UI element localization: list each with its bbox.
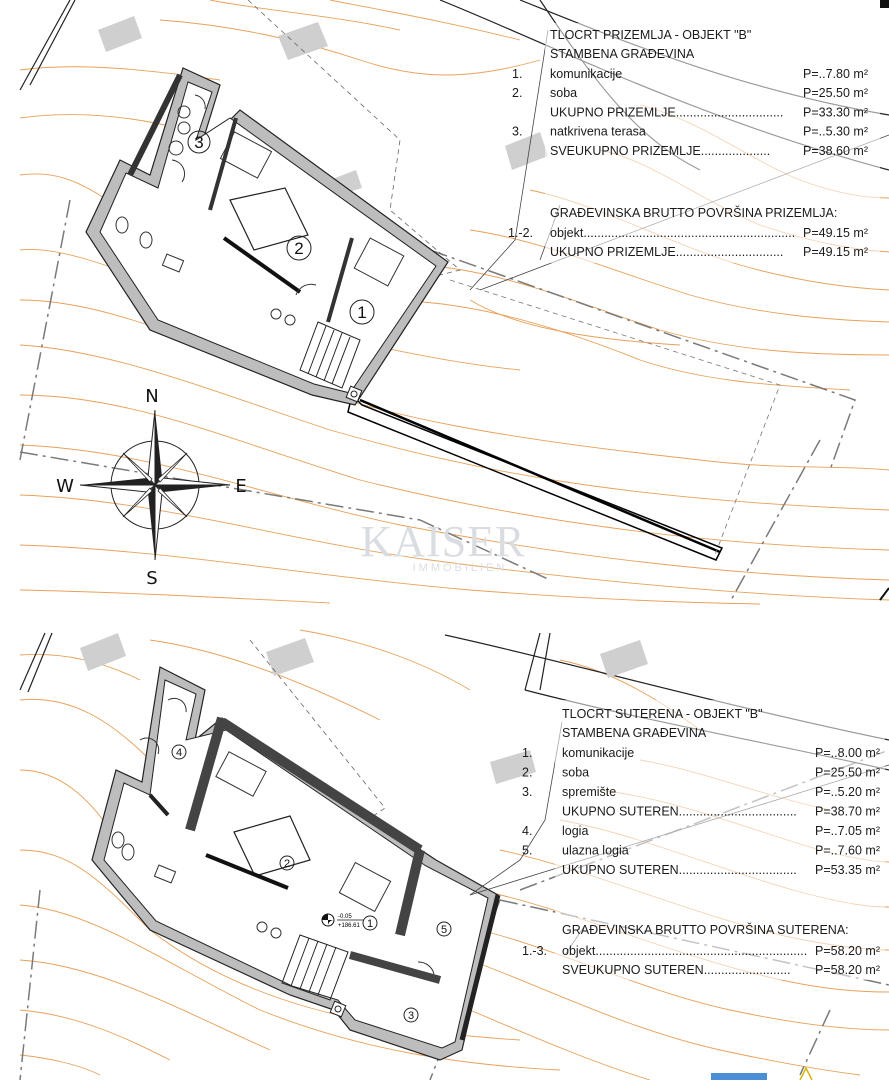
compass-e: E <box>235 476 246 497</box>
legend-row-value: P=..5.30 m² <box>803 125 868 139</box>
svg-text:IMMOBILIEN: IMMOBILIEN <box>413 562 508 574</box>
legend-row-num: 1.-3. <box>522 944 547 958</box>
legend-row: UKUPNO PRIZEMLJE........................… <box>550 245 868 259</box>
ground-floor-legend: TLOCRT PRIZEMLJA - OBJEKT "B" STAMBENA G… <box>508 23 880 263</box>
legend-row-value: P=25.50 m² <box>815 766 880 780</box>
basement-room-labels: 4 2 1 5 3 <box>171 744 452 1023</box>
room-label-2: 2 <box>294 239 303 258</box>
legend-row-num: 1. <box>512 67 522 81</box>
legend-row-value: P=..8.00 m² <box>815 746 880 760</box>
legend-row-label: soba <box>550 86 577 100</box>
legend-row: UKUPNO SUTEREN..........................… <box>562 805 880 819</box>
legend-row-value: P=33.30 m² <box>803 105 868 119</box>
svg-text:-0.05: -0.05 <box>338 914 352 920</box>
compass-s: S <box>146 568 157 589</box>
ground-floor-plan: 3 2 1 N S E <box>19 0 889 605</box>
legend-row-num: 3. <box>522 785 532 799</box>
legend-row-label: spremište <box>562 785 616 799</box>
legend-row-value: P=58.20 m² <box>815 944 880 958</box>
legend-row: 5. ulazna logia P=..7.60 m² <box>522 844 880 858</box>
legend-row: 3. spremište P=..5.20 m² <box>522 785 880 799</box>
legend-row-value: P=..7.05 m² <box>815 824 880 838</box>
terrain-contours <box>19 0 889 605</box>
access-path <box>347 393 724 561</box>
legend-row-value: P=38.60 m² <box>803 144 868 158</box>
legend-title: TLOCRT PRIZEMLJA - OBJEKT "B" <box>550 28 751 42</box>
parking-spots-basement <box>80 633 648 784</box>
legend-row: 3. natkrivena terasa P=..5.30 m² <box>512 125 868 139</box>
legend-row-value: P=..5.20 m² <box>815 785 880 799</box>
roof-outline <box>247 0 461 281</box>
legend-row-num: 3. <box>512 125 522 139</box>
room-label-4: 4 <box>176 747 182 759</box>
building-b-basement <box>91 666 501 1061</box>
legend-row-label: objekt..................................… <box>562 944 807 958</box>
room-label-1: 1 <box>367 918 373 930</box>
legend-row-value: P=49.15 m² <box>803 245 868 259</box>
compass-n: N <box>145 386 158 407</box>
legend-row: 1. komunikacije P=..8.00 m² <box>522 746 880 760</box>
legend-row-label: natkrivena terasa <box>550 125 646 139</box>
legend-row-label: logia <box>562 824 588 838</box>
legend-row-label: SVEUKUPNO SUTEREN.......................… <box>562 963 791 977</box>
legend-row: 2. soba P=25.50 m² <box>522 766 880 780</box>
legend-row: 1. komunikacije P=..7.80 m² <box>512 67 868 81</box>
legend-row-label: UKUPNO PRIZEMLJE........................… <box>550 105 783 119</box>
legend-row-label: UKUPNO PRIZEMLJE........................… <box>550 245 783 259</box>
compass-w: W <box>56 476 74 497</box>
room-label-3: 3 <box>408 1010 414 1022</box>
legend-row-num: 1. <box>522 746 532 760</box>
legend-row: 1.-3. objekt.............................… <box>522 944 880 958</box>
legend-subtitle: STAMBENA GRAĐEVINA <box>562 726 707 740</box>
legend-row: UKUPNO SUTEREN..........................… <box>562 863 880 877</box>
svg-text:+186.61: +186.61 <box>338 923 361 929</box>
basement-plan: -0.05 +186.61 4 2 1 5 3 TLOCRT SUTER <box>19 629 889 1081</box>
north-arrow: N S E W <box>56 386 247 589</box>
legend-row-value: P=58.20 m² <box>815 963 880 977</box>
legend-row-value: P=25.50 m² <box>803 86 868 100</box>
room-label-2: 2 <box>284 858 290 870</box>
level-marker: -0.05 +186.61 <box>321 913 364 929</box>
legend-row-num: 5. <box>522 844 532 858</box>
legend-row: 4. logia P=..7.05 m² <box>522 824 880 838</box>
legend-row-value: P=..7.60 m² <box>815 844 880 858</box>
legend-row: 2. soba P=25.50 m² <box>512 86 868 100</box>
legend-row-label: soba <box>562 766 589 780</box>
legend-row: SVEUKUPNO SUTEREN.......................… <box>562 963 880 977</box>
legend-row-label: UKUPNO SUTEREN..........................… <box>562 863 797 877</box>
legend-row-label: komunikacije <box>562 746 634 760</box>
legend-title: TLOCRT SUTERENA - OBJEKT "B" <box>562 707 763 721</box>
legend-subtitle: STAMBENA GRAĐEVINA <box>550 47 695 61</box>
legend-row-num: 2. <box>522 766 532 780</box>
room-label-5: 5 <box>441 924 447 936</box>
svg-text:KAISER: KAISER <box>361 517 526 566</box>
legend-row-num: 4. <box>522 824 532 838</box>
legend-row: UKUPNO PRIZEMLJE........................… <box>550 105 868 119</box>
legend-row-value: P=53.35 m² <box>815 863 880 877</box>
legend-row-label: SVEUKUPNO PRIZEMLJE.................... <box>550 144 770 158</box>
building-b-ground <box>85 67 449 406</box>
legend-row: 1.-2. objekt.............................… <box>508 226 868 240</box>
gross-title: GRAĐEVINSKA BRUTTO POVRŠINA PRIZEMLJA: <box>550 205 837 220</box>
legend-row-num: 1.-2. <box>508 226 533 240</box>
legend-row-value: P=38.70 m² <box>815 805 880 819</box>
room-label-3: 3 <box>194 133 203 152</box>
ground-room-labels: 3 2 1 <box>187 130 375 325</box>
legend-row-label: ulazna logia <box>562 844 629 858</box>
room-label-1: 1 <box>357 303 366 322</box>
gross-title: GRAĐEVINSKA BRUTTO POVRŠINA SUTERENA: <box>562 922 849 937</box>
basement-legend: TLOCRT SUTERENA - OBJEKT "B" STAMBENA GR… <box>522 700 885 980</box>
legend-row-label: komunikacije <box>550 67 622 81</box>
legend-row-value: P=49.15 m² <box>803 226 868 240</box>
legend-row-value: P=..7.80 m² <box>803 67 868 81</box>
legend-row-num: 2. <box>512 86 522 100</box>
legend-row-label: objekt..................................… <box>550 226 795 240</box>
watermark: KAISER IMMOBILIEN <box>361 517 526 574</box>
legend-row: SVEUKUPNO PRIZEMLJE.................... P… <box>550 144 868 158</box>
legend-row-label: UKUPNO SUTEREN..........................… <box>562 805 797 819</box>
